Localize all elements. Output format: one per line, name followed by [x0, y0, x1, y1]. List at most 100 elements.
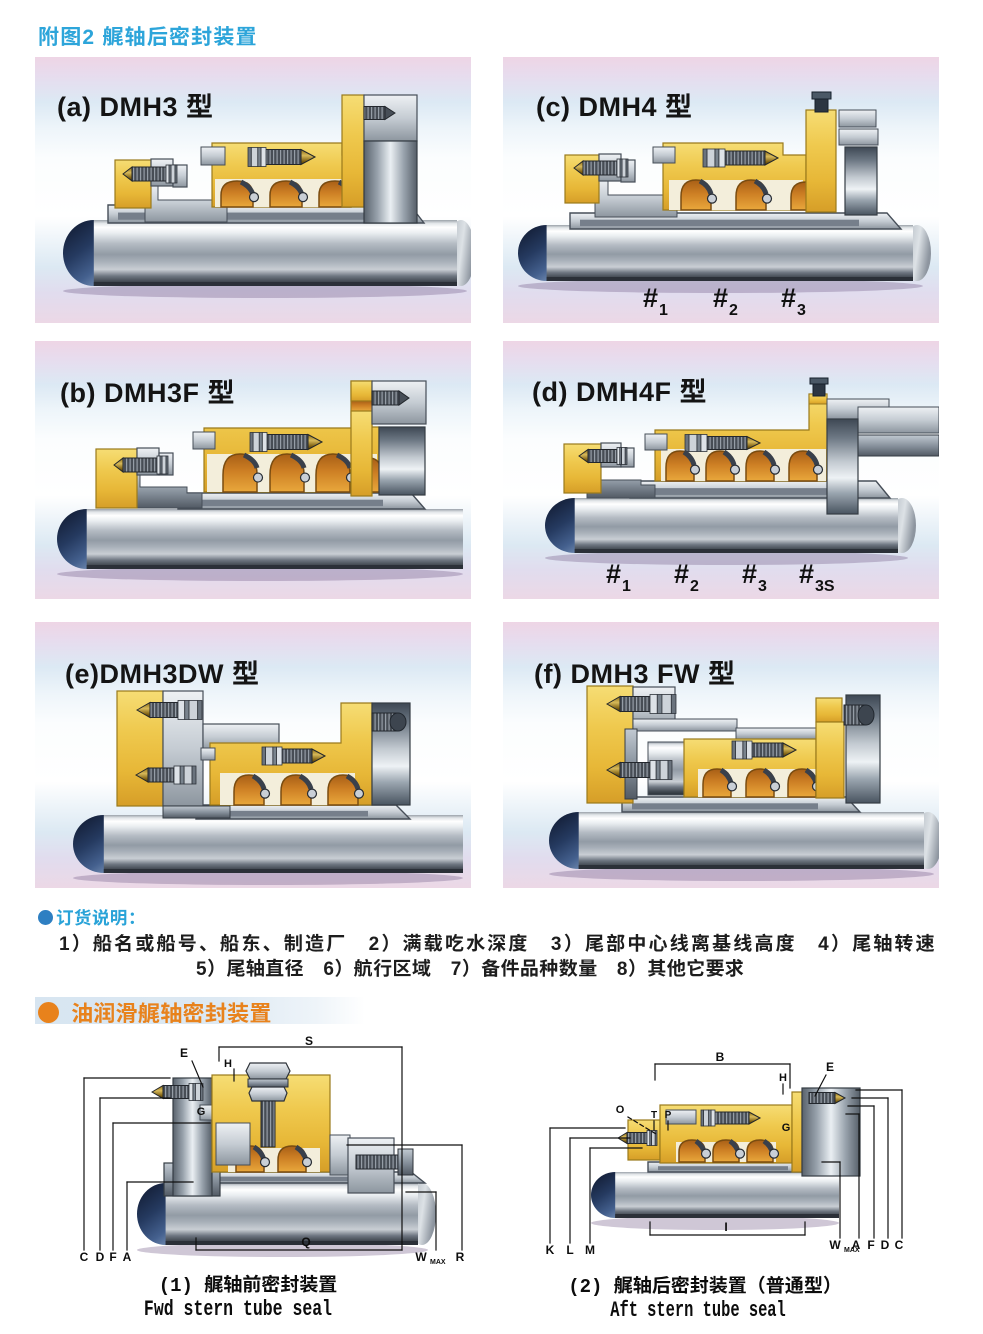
- plug-stud: [371, 712, 407, 732]
- hash-mark-subscript: 3: [797, 302, 806, 319]
- diagram2-caption-zh: (2) 艉轴后密封装置（普通型）: [568, 1271, 842, 1298]
- hash-mark-subscript: 2: [690, 578, 699, 595]
- panel-label-c: (c) DMH4 型: [536, 92, 693, 122]
- hash-mark-prefix: #: [713, 283, 729, 313]
- propeller-shaft: [57, 509, 463, 581]
- propeller-shaft: [73, 815, 464, 885]
- stud-bolt: [605, 694, 677, 714]
- stud-bolt: [249, 432, 324, 452]
- stud-bolt: [700, 1109, 762, 1127]
- seal-housing: [200, 142, 365, 208]
- seal-lip-cavity: [745, 449, 781, 482]
- stud-bolt: [135, 700, 203, 720]
- hash-mark-subscript: 3S: [815, 578, 835, 595]
- plug-stud: [843, 704, 875, 726]
- dim-label-w: W: [415, 1250, 427, 1264]
- dim-label-w-subscript: MAX: [844, 1247, 860, 1254]
- dim-label-f: F: [867, 1238, 874, 1252]
- dim-label-h: H: [224, 1058, 232, 1070]
- panel-c: (c) DMH4 型#1#2#3: [503, 57, 939, 323]
- hash-mark-d-3: #3: [742, 559, 767, 595]
- seal-lip-cavity: [222, 452, 264, 493]
- dim-label-h: H: [779, 1072, 787, 1084]
- forward-flange: [116, 690, 231, 819]
- ordering-section-heading-row: 订货说明：: [38, 905, 146, 930]
- hash-mark-d-1: #1: [606, 559, 631, 595]
- panel-b: (b) DMH3F 型: [35, 341, 471, 599]
- dim-label-w-subscript: MAX: [430, 1259, 446, 1266]
- seal-lip-cavity: [280, 773, 318, 806]
- propeller-shaft: [549, 812, 939, 881]
- dim-label-a: A: [852, 1238, 861, 1252]
- dim-label-s: S: [305, 1035, 313, 1048]
- oil-section-heading: 油润滑艉轴密封装置: [71, 996, 272, 1028]
- aft-flange: [815, 694, 881, 804]
- stud-bolt: [261, 746, 327, 766]
- panel-label-b: (b) DMH3F 型: [60, 378, 235, 408]
- panel-label-a: (a) DMH3 型: [57, 92, 214, 122]
- seal-illustration-c: [518, 91, 931, 293]
- stud-bolt: [605, 760, 673, 780]
- dim-label-e: E: [826, 1060, 834, 1074]
- seal-housing: [192, 380, 383, 493]
- aft-flange: [341, 94, 418, 224]
- fwd-seal-pictorial: [137, 1062, 436, 1257]
- propeller-shaft: [137, 1183, 436, 1257]
- seal-lip-cavity: [712, 1138, 746, 1163]
- stud-bolt: [578, 447, 628, 465]
- dim-label-w: W: [829, 1238, 841, 1252]
- panel-label-e: (e)DMH3DW 型: [65, 659, 260, 689]
- hash-mark-d-4: #3S: [799, 559, 835, 595]
- propeller-shaft: [545, 498, 916, 565]
- seal-illustration-f: [549, 685, 939, 881]
- hash-mark-c-2: #2: [713, 283, 738, 319]
- dim-label-c: C: [895, 1238, 904, 1252]
- seal-lip-cavity: [269, 452, 311, 493]
- hash-mark-prefix: #: [781, 283, 797, 313]
- forward-clamp: [564, 153, 678, 218]
- dim-label-m: M: [585, 1243, 595, 1257]
- seal-housing: [644, 393, 834, 482]
- aft-flange: [805, 91, 879, 216]
- panel-label-f: (f) DMH3 FW 型: [534, 659, 736, 689]
- panel-e: (e)DMH3DW 型: [35, 622, 471, 888]
- forward-clamp: [114, 158, 228, 223]
- bullet-dot-icon: [38, 1001, 59, 1023]
- aft-flange: [350, 380, 427, 497]
- ordering-line-2: 5）尾轴直径 6）航行区域 7）备件品种数量 8）其他它要求: [196, 954, 745, 981]
- panel-label-d: (d) DMH4F 型: [532, 377, 707, 407]
- hash-mark-subscript: 1: [659, 302, 668, 319]
- stud-bolt: [573, 158, 629, 178]
- diagram1-caption-en: Fwd stern tube seal: [143, 1297, 333, 1322]
- ordering-line-1: 1）船名或船号、船东、制造厂 2）满载吃水深度 3）尾部中心线离基线高度 4）尾…: [59, 929, 937, 956]
- dim-label-c: C: [80, 1250, 89, 1264]
- seal-lip-cavity: [705, 449, 741, 482]
- hash-mark-c-1: #1: [643, 283, 668, 319]
- seal-lip-cavity: [233, 773, 271, 806]
- oil-section-highlight-bar: [35, 997, 365, 1024]
- seal-lip-cavity: [327, 773, 365, 806]
- dim-label-d: D: [96, 1250, 105, 1264]
- dim-label-a: A: [123, 1250, 132, 1264]
- hash-mark-subscript: 2: [729, 302, 738, 319]
- stud-bolt: [684, 434, 762, 452]
- dim-label-o: O: [616, 1104, 625, 1116]
- bullet-dot-icon: [38, 910, 53, 925]
- dim-label-d: D: [881, 1238, 890, 1252]
- hash-mark-subscript: 3: [758, 578, 767, 595]
- dim-label-q: Q: [301, 1235, 310, 1249]
- stud-bolt: [363, 105, 396, 121]
- seal-lip-cavity: [665, 449, 701, 482]
- stud-bolt: [135, 765, 197, 785]
- dim-label-p: P: [665, 1110, 672, 1121]
- liner-sleeve: [621, 796, 862, 813]
- hash-mark-d-2: #2: [674, 559, 699, 595]
- seal-housing: [200, 702, 373, 806]
- dimension-lines: [549, 1063, 903, 1244]
- hash-mark-prefix: #: [799, 559, 815, 589]
